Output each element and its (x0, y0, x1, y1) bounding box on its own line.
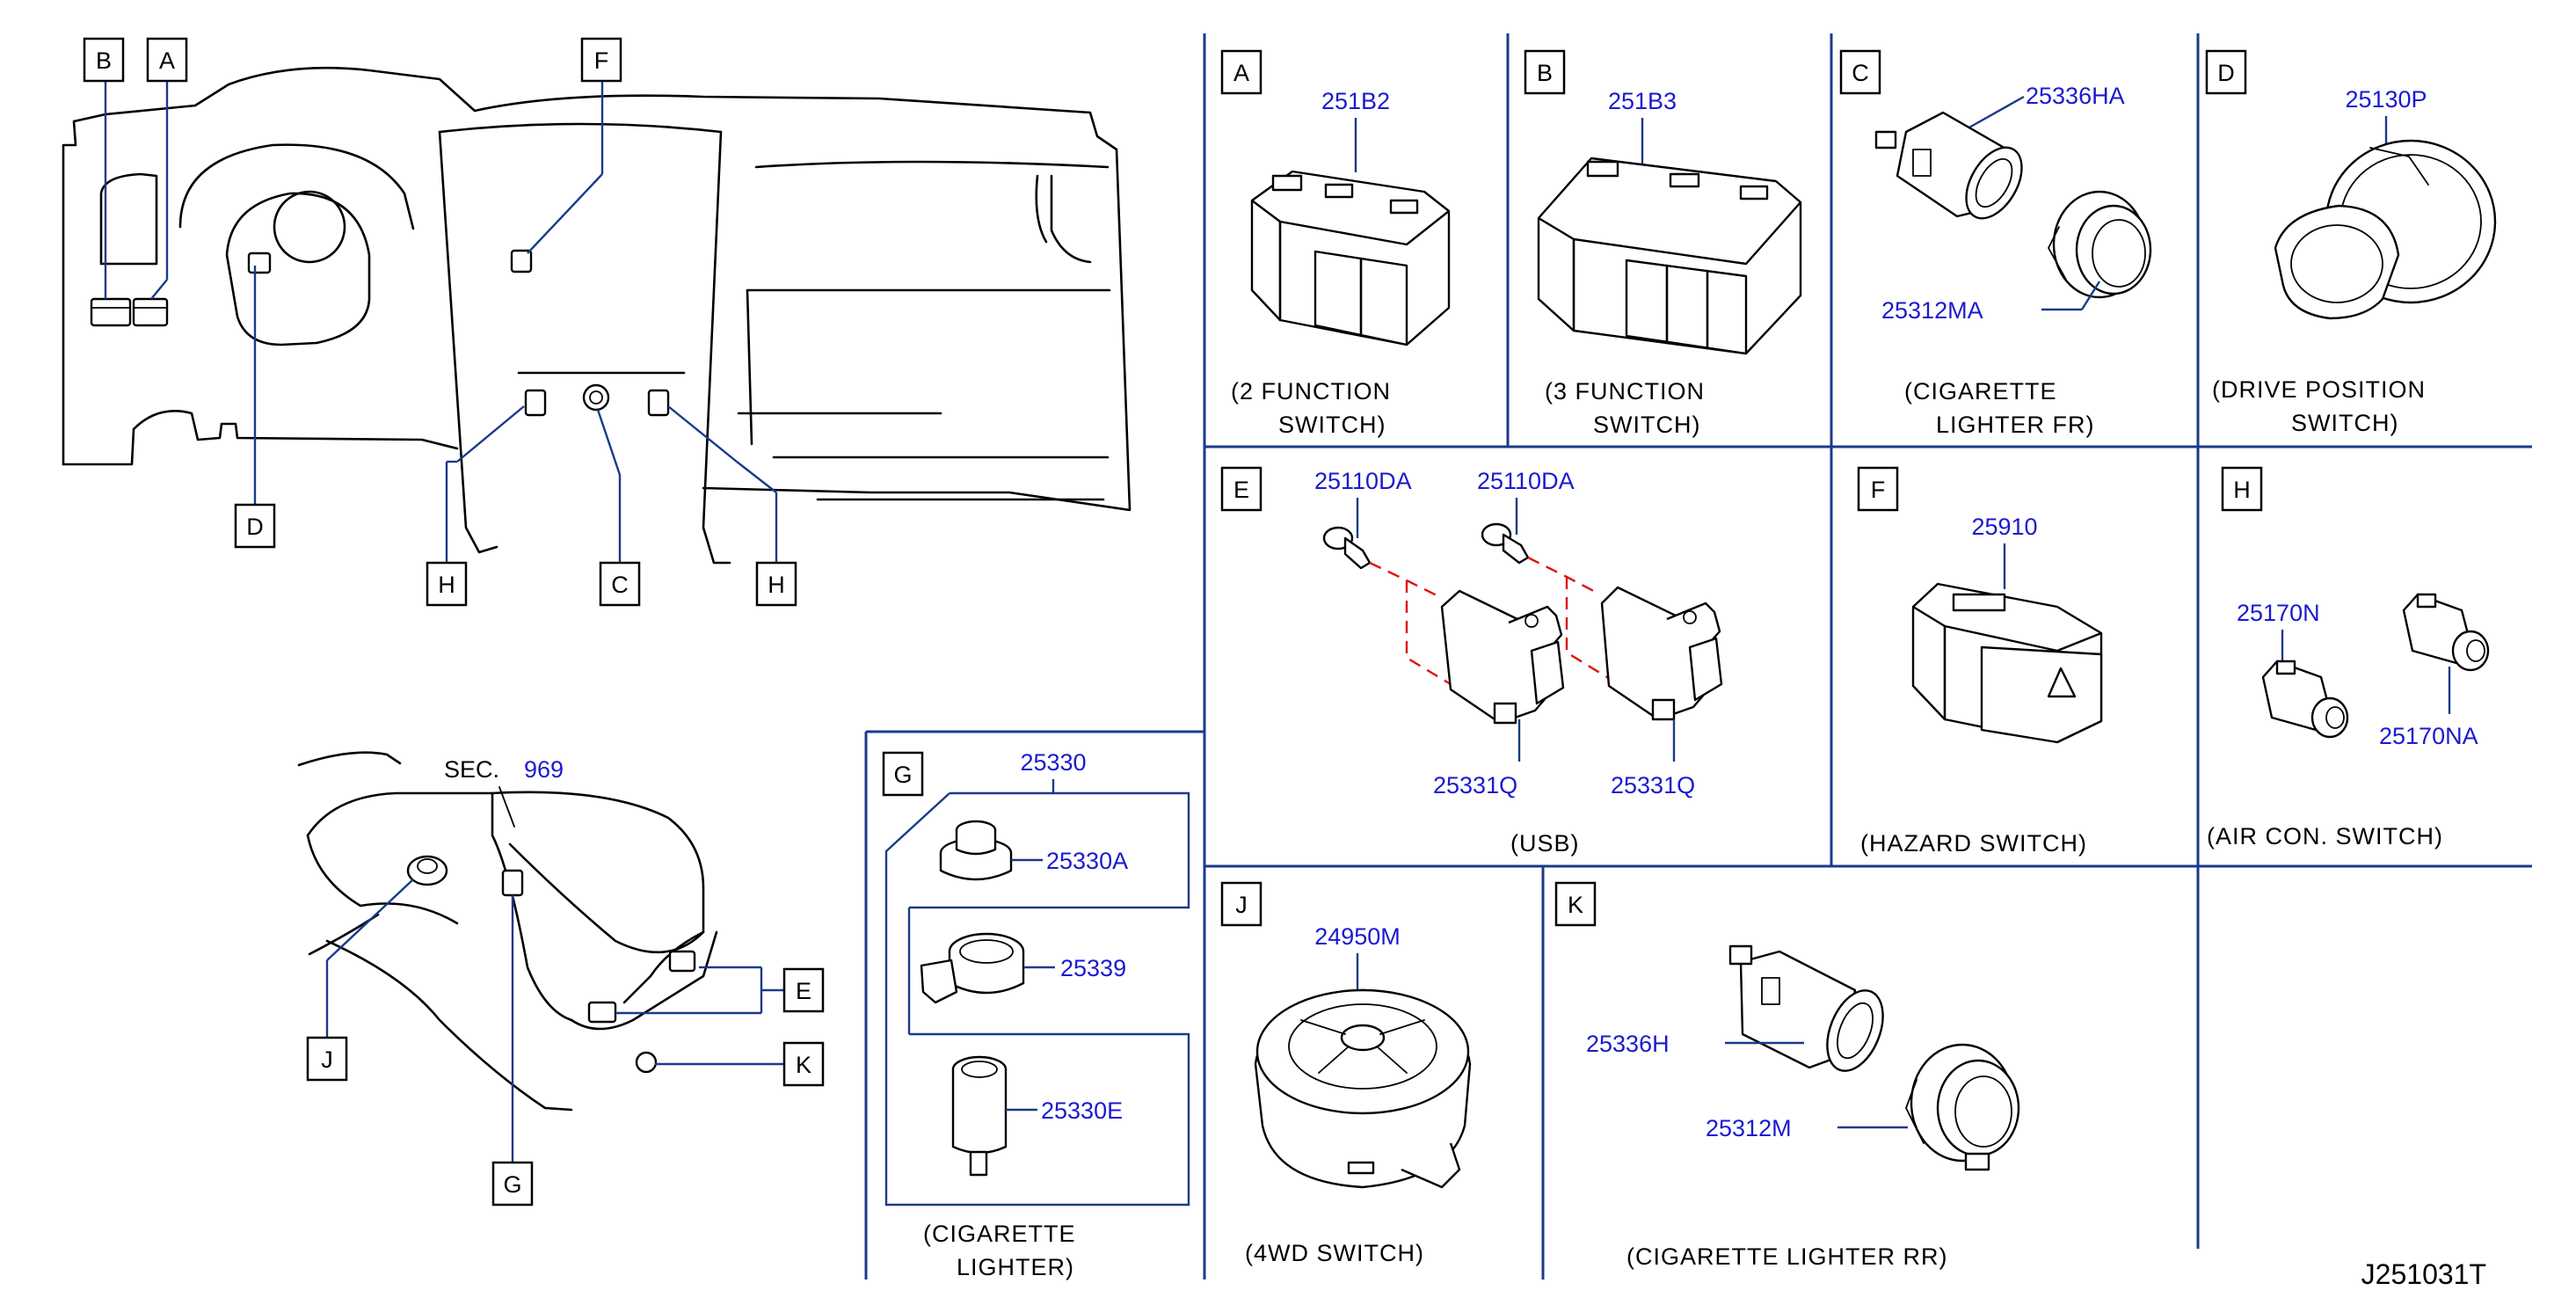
panel-c: C 25336HA 25312MA (CIGARETTE LIGHTER FR) (1839, 49, 2152, 438)
panel-c-caption-1: (CIGARETTE (1904, 378, 2057, 405)
part-25910: 25910 (1971, 514, 2037, 540)
callout-a: A (159, 47, 175, 74)
console-overview (297, 751, 718, 1112)
panel-e: E 25110DA 25110DA (1220, 466, 1723, 857)
part-251b2: 251B2 (1321, 88, 1390, 114)
panel-a: A 251B2 (2 FUNCTION SWITCH) (1220, 49, 1451, 438)
three-function-switch-drawing (1537, 157, 1802, 355)
panel-a-caption-1: (2 FUNCTION (1231, 378, 1391, 405)
panel-k: K 25336H 25312M (CIGARETTE LIGHTER RR) (1554, 881, 2020, 1270)
callout-g: G (503, 1171, 521, 1198)
panel-f: F 25910 (HAZARD SWITCH) (1857, 466, 2103, 857)
two-function-switch-drawing (1250, 170, 1451, 346)
part-25312m: 25312M (1706, 1115, 1792, 1141)
callout-k: K (796, 1052, 811, 1078)
panel-e-letter: E (1233, 477, 1249, 503)
part-25130p: 25130P (2345, 86, 2427, 113)
part-25336ha: 25336HA (2026, 83, 2125, 109)
panel-d-letter: D (2217, 60, 2235, 86)
panel-a-letter: A (1233, 60, 1249, 86)
panel-c-caption-2: LIGHTER FR) (1936, 412, 2095, 438)
lighter-socket-fr-drawing (1874, 111, 2152, 299)
panel-f-letter: F (1871, 477, 1886, 503)
air-con-switch-drawing (2261, 593, 2490, 739)
part-25110da-right: 25110DA (1477, 468, 1575, 494)
dashboard-overview (62, 66, 1132, 565)
panel-g-caption-2: LIGHTER) (957, 1254, 1074, 1280)
panel-g-letter: G (893, 762, 912, 788)
sec-number: 969 (524, 756, 564, 783)
panel-b-caption-2: SWITCH) (1593, 412, 1700, 438)
drive-position-switch-drawing (2274, 139, 2497, 320)
panel-b: B 251B3 (3 FUNCTION SWITCH) (1524, 49, 1802, 438)
panel-j: J 24950M (4WD SWITCH) (1220, 881, 1472, 1266)
callout-f: F (594, 47, 609, 74)
panel-grid-frame (864, 33, 2532, 1279)
part-25331q-left: 25331Q (1433, 772, 1517, 798)
callout-c: C (611, 572, 629, 598)
part-25170n: 25170N (2237, 600, 2320, 626)
lighter-socket-rr-drawing (1728, 944, 2020, 1171)
sec-label: SEC. (444, 756, 499, 783)
panel-e-caption: (USB) (1510, 830, 1580, 857)
panel-k-letter: K (1568, 892, 1583, 918)
part-25330a: 25330A (1046, 848, 1128, 874)
panel-j-caption: (4WD SWITCH) (1245, 1240, 1424, 1266)
panel-b-caption-1: (3 FUNCTION (1545, 378, 1705, 405)
part-25330e: 25330E (1041, 1097, 1123, 1124)
part-24950m: 24950M (1314, 923, 1401, 950)
panel-b-letter: B (1537, 60, 1553, 86)
usb-unit-drawing (1322, 522, 1723, 725)
part-25331q-right: 25331Q (1611, 772, 1695, 798)
callout-h-right: H (768, 572, 785, 598)
part-25336h: 25336H (1586, 1031, 1670, 1057)
panel-d-caption-1: (DRIVE POSITION (2212, 376, 2426, 403)
part-25312ma: 25312MA (1881, 297, 1983, 324)
callout-d: D (246, 514, 264, 540)
callout-j: J (321, 1046, 333, 1073)
part-251b3: 251B3 (1608, 88, 1677, 114)
panel-h-caption: (AIR CON. SWITCH) (2207, 823, 2443, 849)
lighter-g-drawing (920, 820, 1025, 1177)
panel-h-letter: H (2233, 477, 2251, 503)
part-25170na: 25170NA (2379, 723, 2478, 749)
panel-c-letter: C (1852, 60, 1869, 86)
callout-h-left: H (438, 572, 455, 598)
panel-g: G 25330 25330A 25339 25330E (CIGARETTE L… (882, 749, 1190, 1280)
part-25110da-left: 25110DA (1314, 468, 1412, 494)
part-25330: 25330 (1020, 749, 1086, 776)
hazard-switch-drawing (1911, 582, 2103, 744)
panel-f-caption: (HAZARD SWITCH) (1860, 830, 2087, 857)
part-25339: 25339 (1060, 955, 1126, 981)
panel-g-caption-1: (CIGARETTE (923, 1221, 1076, 1247)
four-wd-switch-drawing (1254, 988, 1472, 1189)
panel-k-caption: (CIGARETTE LIGHTER RR) (1626, 1243, 1948, 1270)
panel-a-caption-2: SWITCH) (1278, 412, 1386, 438)
panel-d: D 25130P (DRIVE POSITION SWITCH) (2205, 49, 2497, 436)
panel-d-caption-2: SWITCH) (2291, 410, 2398, 436)
callout-e: E (796, 978, 811, 1004)
diagram-code: J251031T (2361, 1258, 2486, 1290)
panel-j-letter: J (1235, 892, 1248, 918)
dashboard-callouts: B A F D H C H (83, 37, 797, 607)
callout-b: B (96, 47, 112, 74)
console-callouts: SEC. 969 E K J G (306, 756, 825, 1207)
panel-h: H 25170N 25170NA (AIR CON. SWITCH) (2207, 466, 2490, 849)
